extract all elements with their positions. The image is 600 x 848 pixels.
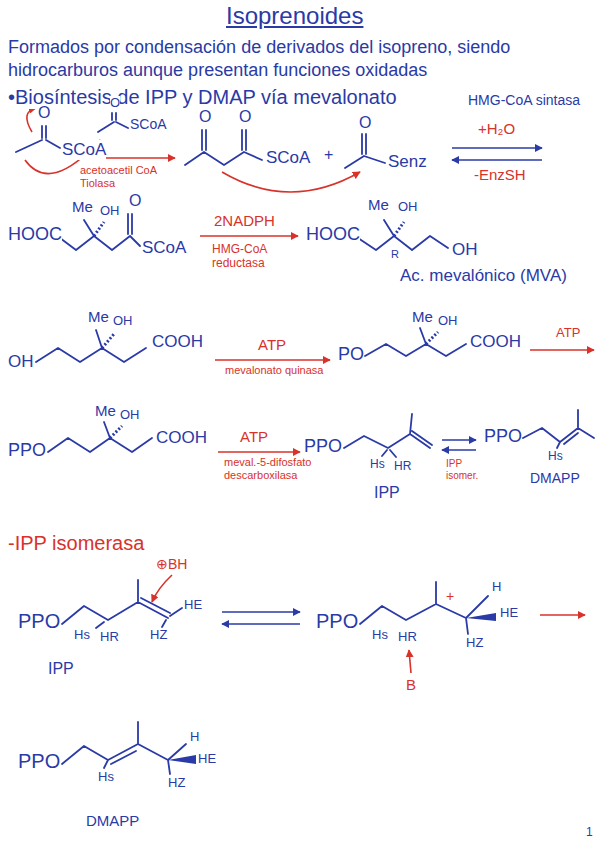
chem-label: Ac. mevalónico (MVA) (400, 266, 567, 286)
skeletal-bonds (16, 113, 594, 774)
chem-label: SCoA (130, 116, 167, 132)
enzyme-label: + (446, 588, 454, 604)
chem-label: OH (113, 314, 133, 329)
chem-label: Hs (370, 458, 385, 472)
hashed-bonds (94, 222, 438, 438)
chem-label: HR (398, 630, 417, 645)
chem-label: OH (438, 314, 458, 329)
chem-label: Me (88, 308, 109, 325)
section-heading: •Biosíntesis de IPP y DMAP vía mevalonat… (8, 86, 397, 109)
chem-label: HR (100, 630, 119, 645)
chem-label: HOOC (306, 224, 360, 245)
enzyme-label: meval.-5-difosfato descarboxilasa (224, 456, 314, 481)
chem-label: HR (394, 460, 411, 474)
chem-label: HMG-CoA sintasa (468, 92, 580, 108)
chem-label: PPO (316, 610, 358, 633)
chem-label: DMAPP (530, 470, 580, 486)
chem-label: Senz (388, 152, 427, 172)
reverse-arrow (452, 159, 542, 161)
enzyme-label: B (406, 676, 416, 693)
chem-label: PO (338, 344, 364, 365)
chem-label: H (492, 580, 501, 595)
page-title: Isoprenoides (226, 2, 363, 30)
curved-arrow (409, 650, 411, 673)
enzyme-label: -EnzSH (474, 166, 526, 183)
chem-label: OH (100, 204, 120, 219)
reaction-arrow (200, 235, 298, 237)
chem-label: O (38, 104, 50, 122)
chem-label: HZ (150, 628, 167, 643)
chem-label: SCoA (62, 140, 106, 160)
chem-label: + (324, 146, 333, 164)
chem-label: Me (368, 196, 389, 213)
chem-label: COOH (470, 332, 521, 352)
enzyme-label: 2NADPH (214, 212, 275, 229)
chem-label: Me (72, 198, 93, 215)
chem-label: SCoA (142, 238, 186, 258)
chem-label: O (199, 108, 211, 126)
chem-label: O (110, 96, 120, 111)
enzyme-label: acetoacetil CoA Tiolasa (80, 164, 175, 189)
chem-label: Me (412, 308, 433, 325)
chem-label: PPO (8, 440, 46, 461)
chem-label: O (239, 108, 251, 126)
reaction-arrows (25, 108, 594, 673)
chem-label: HE (198, 752, 216, 767)
enzyme-label: ⊕BH (156, 556, 187, 572)
chem-label: Hs (74, 628, 90, 643)
curved-arrow (222, 172, 360, 192)
intro-text: Formados por condensación de derivados d… (8, 36, 592, 83)
curved-arrow (27, 108, 36, 132)
chem-label: Hs (548, 450, 563, 464)
chem-label: PPO (484, 426, 522, 447)
forward-arrow (442, 439, 476, 441)
chem-label: DMAPP (86, 812, 139, 829)
reaction-arrow (540, 614, 585, 616)
chem-label: Hs (98, 770, 114, 785)
chem-label: PPO (18, 750, 60, 773)
chem-label: PPO (304, 436, 342, 457)
chem-label: OH (398, 200, 418, 215)
enzyme-label: ATP (556, 326, 580, 341)
chem-label: IPP (374, 484, 400, 502)
forward-arrow (222, 611, 300, 613)
enzyme-label: mevalonato quinasa (225, 364, 330, 377)
reaction-arrow (530, 349, 594, 351)
enzyme-label: ATP (258, 336, 286, 353)
chem-label: HOOC (8, 224, 62, 245)
chem-label: IPP (48, 660, 74, 678)
forward-arrow (452, 147, 542, 149)
curved-arrow (152, 575, 172, 602)
chem-label: H (190, 730, 199, 745)
chem-label: O (129, 192, 141, 210)
wedge-bonds (168, 613, 496, 764)
page-number: 1 (586, 826, 593, 840)
chem-label: COOH (152, 332, 203, 352)
chem-label: SCoA (266, 148, 310, 168)
chem-label: HE (184, 598, 202, 613)
chem-label: OH (452, 240, 478, 260)
chem-label: R (391, 248, 399, 261)
chem-label: HZ (168, 776, 185, 791)
reverse-arrow (222, 623, 300, 625)
reaction-arrow (218, 451, 300, 453)
chem-label: COOH (156, 428, 207, 448)
chem-label: OH (120, 408, 140, 423)
reaction-arrow (215, 359, 330, 361)
chem-label: OH (8, 352, 34, 372)
section-heading: -IPP isomerasa (8, 532, 144, 555)
chem-label: PPO (18, 610, 60, 633)
enzyme-label: +H₂O (478, 120, 515, 137)
chem-label: HE (500, 606, 518, 621)
chem-label: Hs (372, 628, 388, 643)
reverse-arrow (442, 449, 476, 451)
chem-label: HZ (466, 636, 483, 651)
chem-label: O (359, 114, 371, 132)
enzyme-label: IPP isomer. (446, 458, 488, 481)
chem-label: Me (95, 402, 116, 419)
enzyme-label: HMG-CoA reductasa (212, 243, 302, 271)
enzyme-label: ATP (240, 428, 268, 445)
